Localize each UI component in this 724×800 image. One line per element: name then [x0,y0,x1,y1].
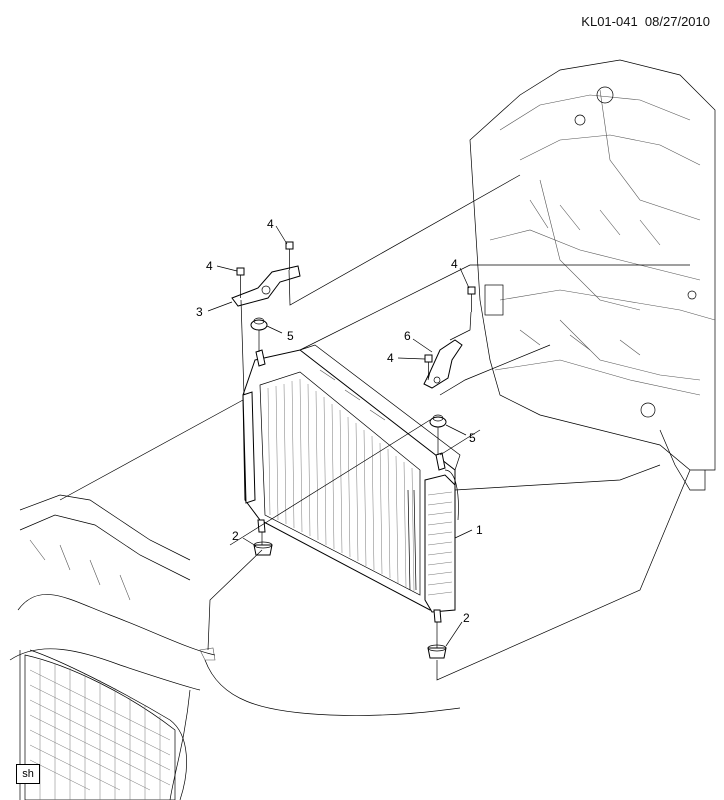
callout-4-d: 4 [387,351,394,365]
bolt-4-a [236,267,245,298]
callout-6: 6 [404,329,411,343]
grille [24,654,176,800]
bracket-right [423,339,463,389]
callout-1: 1 [476,523,483,537]
bracket-left [231,265,301,307]
insulator-5-a [250,317,268,331]
document-date: 08/27/2010 [644,14,710,29]
bolt-4-b [285,241,294,270]
callout-4-b: 4 [267,217,274,231]
insulator-5-b [429,414,447,428]
callout-2-right: 2 [463,611,470,625]
callout-2-left: 2 [232,529,239,543]
radiator-assembly [242,344,461,623]
callout-5-b: 5 [469,431,476,445]
document-id: KL01-041 08/27/2010 [581,14,710,29]
callout-4-a: 4 [206,259,213,273]
front-frame-structure [469,59,716,491]
lower-insulator-2-a [253,541,273,556]
bolt-4-c [467,286,476,312]
callout-numbers: 1 2 2 3 4 4 4 4 5 5 6 [196,217,483,625]
callout-leaders [207,225,473,647]
corner-tag: sh [16,764,40,784]
callout-4-c: 4 [451,257,458,271]
callout-3: 3 [196,305,203,319]
callout-5-a: 5 [287,329,294,343]
assembly-lines [59,174,691,681]
document-number: KL01-041 [581,14,638,29]
bolt-4-d [424,354,433,378]
